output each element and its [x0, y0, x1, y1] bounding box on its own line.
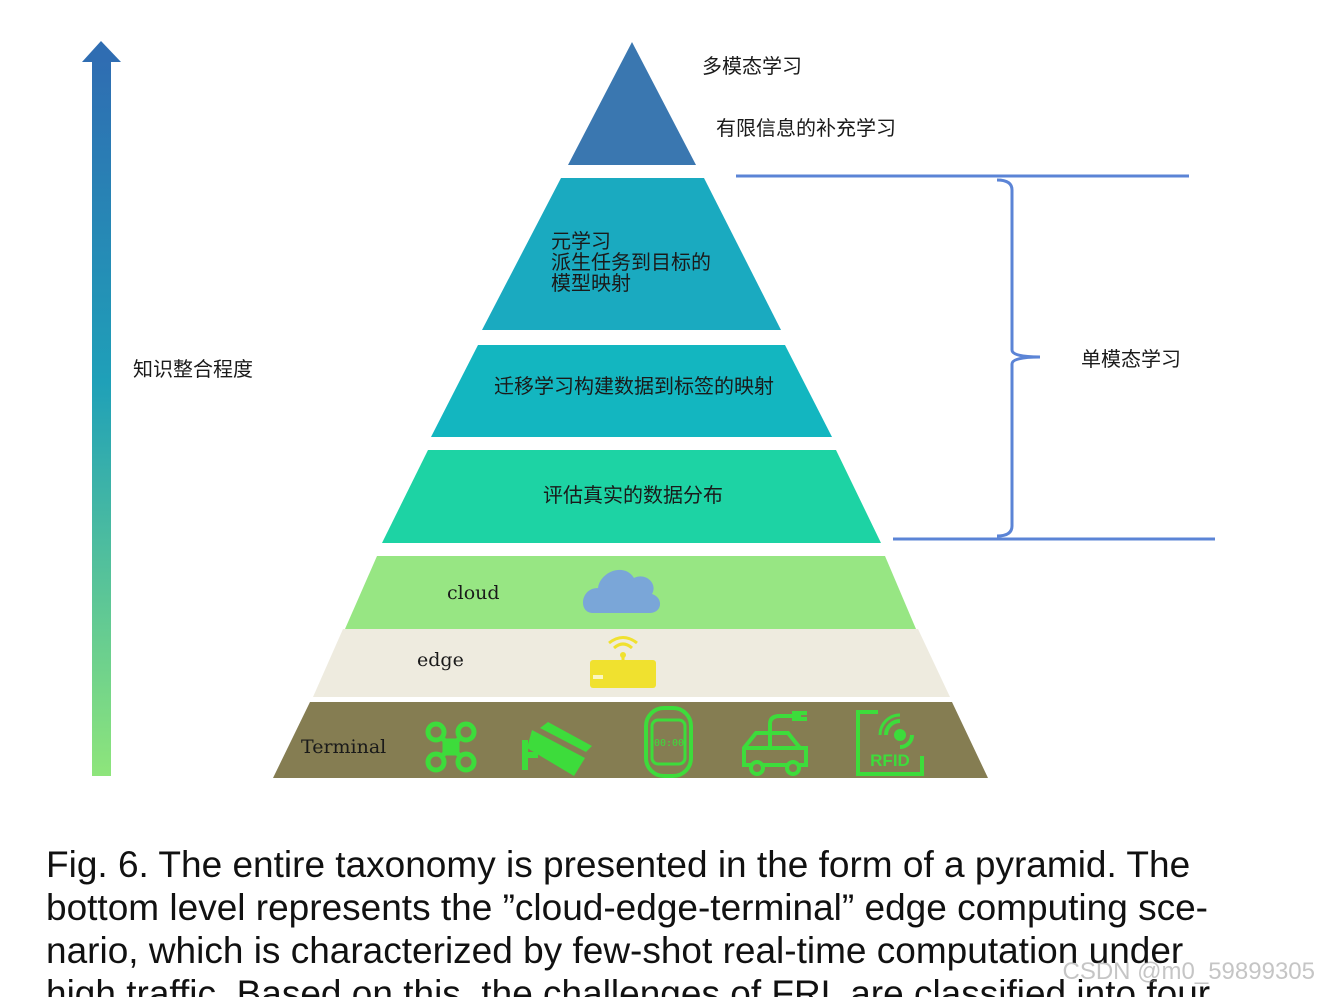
electric-car-icon — [742, 711, 808, 776]
camera-icon — [522, 722, 592, 776]
figure-caption: Fig. 6. The entire taxonomy is presented… — [46, 843, 1258, 997]
level-transfer-learning — [431, 345, 832, 437]
cloud-label: cloud — [447, 582, 500, 604]
limited-info-learning-label: 有限信息的补充学习 — [716, 116, 896, 140]
watermark: CSDN @m0_59899305 — [1062, 958, 1315, 985]
router-icon — [590, 636, 656, 688]
meta-learning-line3: 模型映射 — [551, 271, 631, 295]
smartwatch-icon: 00:00 — [644, 706, 693, 778]
level-terminal — [273, 702, 988, 778]
caption-line: high traffic. Based on this, the challen… — [46, 973, 1211, 997]
unimodal-learning-label: 单模态学习 — [1081, 347, 1181, 371]
drone-icon — [425, 721, 477, 773]
caption-line: bottom level represents the ”cloud-edge-… — [46, 887, 1208, 928]
meta-learning-label: 元学习 — [551, 229, 611, 253]
watch-time: 00:00 — [654, 738, 684, 749]
unimodal-bracket — [736, 174, 1215, 541]
level-data-distribution — [382, 450, 881, 543]
data-distribution-label: 评估真实的数据分布 — [543, 483, 723, 507]
transfer-learning-label: 迁移学习构建数据到标签的映射 — [494, 374, 774, 398]
cloud-icon — [582, 569, 661, 613]
rfid-label: RFID — [870, 751, 910, 770]
knowledge-integration-label: 知识整合程度 — [133, 357, 253, 381]
terminal-label: Terminal — [301, 736, 387, 758]
caption-line: nario, which is characterized by few-sho… — [46, 930, 1184, 971]
rfid-icon: RFID — [856, 710, 924, 776]
level-top-multimodal — [568, 42, 696, 165]
caption-line: Fig. 6. The entire taxonomy is presented… — [46, 844, 1191, 885]
edge-label: edge — [417, 649, 464, 671]
knowledge-integration-arrow — [82, 41, 121, 776]
level-meta-learning — [482, 178, 781, 330]
meta-learning-line2: 派生任务到目标的 — [551, 250, 711, 274]
multimodal-learning-label: 多模态学习 — [702, 54, 802, 78]
